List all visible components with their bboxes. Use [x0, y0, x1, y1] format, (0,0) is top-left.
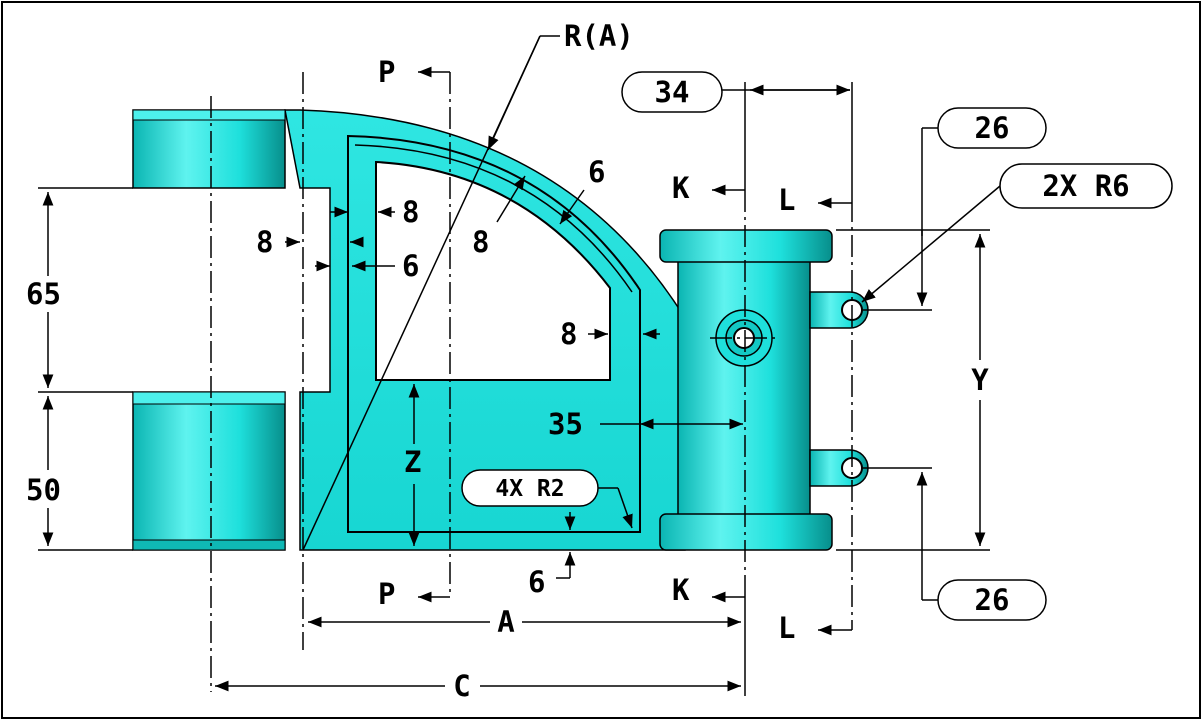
label-k-top: K [672, 171, 690, 205]
label-dim-26-top: 26 [975, 111, 1010, 145]
boss-top-flange [659, 229, 833, 263]
label-dim-6-bottom: 6 [528, 565, 545, 599]
lower-cylinder [132, 391, 286, 551]
label-dim-8-b: 8 [256, 225, 273, 259]
label-l-top: L [778, 183, 795, 217]
bubble-2x-r6 [999, 163, 1173, 209]
bubble-4x-r2 [461, 469, 599, 507]
part-body [132, 109, 869, 551]
bubble-26-top [937, 107, 1047, 149]
boss-bottom-flange [659, 513, 833, 551]
label-dim-65: 65 [26, 277, 61, 311]
dimension-labels: R(A) P P K K L L 34 26 2X R6 26 65 50 8 … [26, 19, 1130, 703]
callout-bubbles [461, 71, 1173, 621]
label-dim-z: Z [404, 445, 421, 479]
dimension-lines [38, 35, 1001, 696]
label-p-bottom: P [378, 577, 395, 611]
label-r-a: R(A) [564, 19, 634, 53]
label-dim-8-c: 8 [472, 225, 489, 259]
label-dim-2x-r6: 2X R6 [1042, 169, 1129, 203]
bubble-34 [621, 71, 723, 113]
label-dim-34: 34 [655, 75, 690, 109]
label-dim-6-b: 6 [588, 155, 605, 189]
label-dim-50: 50 [26, 473, 61, 507]
boss-cylinder [677, 249, 811, 519]
label-k-bottom: K [672, 573, 690, 607]
label-dim-8-a: 8 [402, 195, 419, 229]
label-dim-8-d: 8 [560, 317, 577, 351]
center-lines [210, 72, 853, 692]
label-dim-c: C [453, 669, 470, 703]
window-cutout [375, 160, 611, 381]
label-dim-6-a: 6 [402, 249, 419, 283]
label-dim-a: A [497, 605, 514, 639]
upper-cylinder-rim [132, 109, 286, 121]
label-l-bottom: L [778, 611, 795, 645]
label-dim-26-bottom: 26 [975, 583, 1010, 617]
label-dim-35: 35 [548, 407, 583, 441]
upper-cylinder [132, 109, 286, 189]
rib-outer [347, 134, 641, 533]
bubble-26-bottom [937, 579, 1047, 621]
label-p-top: P [378, 55, 395, 89]
label-dim-y: Y [971, 363, 989, 397]
label-dim-4x-r2: 4X R2 [495, 476, 564, 502]
lower-cylinder-rim [132, 391, 286, 405]
